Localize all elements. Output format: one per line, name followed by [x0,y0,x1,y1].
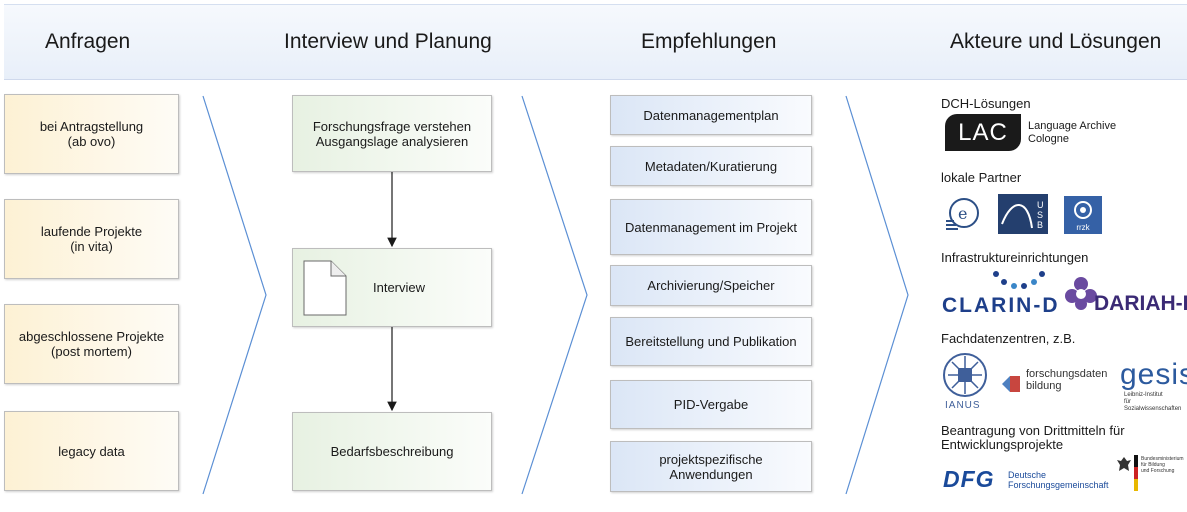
empfehlung-metadaten: Metadaten/Kuratierung [610,146,812,186]
interview-box-forschungsfrage: Forschungsfrage verstehen Ausgangslage a… [292,95,492,172]
label-drittmittel: Beantragung von Drittmitteln für Entwick… [941,423,1125,452]
column-title-empfehlungen: Empfehlungen [641,30,777,53]
empfehlung-projektspezifisch: projektspezifische Anwendungen [610,441,812,492]
empfehlung-datenmanagement-projekt: Datenmanagement im Projekt [610,199,812,255]
anfragen-box-antragstellung: bei Antragstellung (ab ovo) [4,94,179,174]
interview-box-bedarfsbeschreibung: Bedarfsbeschreibung [292,412,492,491]
rrzk-logo: rrzk [1064,196,1102,234]
column-title-anfragen: Anfragen [45,30,131,53]
clarin-logo: CLARIN-D [942,294,1060,317]
bmbf-name: Bundesministerium für Bildung und Forsch… [1141,456,1184,474]
label-lokale-partner: lokale Partner [941,170,1022,185]
dariah-flower-icon [1065,277,1097,310]
empfehlung-archivierung: Archivierung/Speicher [610,265,812,306]
chevron-3 [845,95,909,495]
usb-logo: USB [998,194,1048,234]
label-dch-loesungen: DCH-Lösungen [941,96,1031,111]
empfehlung-bereitstellung: Bereitstellung und Publikation [610,317,812,366]
dariah-logo: DARIAH-DE [1094,292,1187,315]
column-title-interview: Interview und Planung [284,30,492,53]
interview-box-interview: Interview [292,248,492,327]
dfg-name: Deutsche Forschungsgemeinschaft [1008,470,1109,490]
anfragen-box-abgeschlossene-projekte: abgeschlossene Projekte (post mortem) [4,304,179,384]
ianus-logo: IANUS [945,400,981,411]
svg-text:e: e [958,204,967,223]
label-fachdatenzentren: Fachdatenzentren, z.B. [941,331,1076,346]
clarin-dots [993,271,1045,289]
lac-logo: LAC [945,114,1021,151]
dfg-logo: DFG [943,466,995,492]
label-infrastruktureinrichtungen: Infrastruktureinrichtungen [941,250,1089,265]
column-title-akteure: Akteure und Lösungen [950,30,1162,53]
lac-name: Language Archive Cologne [1028,120,1117,145]
bmbf-eagle-icon [1117,457,1131,471]
cceh-logo: e [944,195,980,233]
chevron-1 [202,95,267,495]
header-band [4,4,1187,80]
fdb-icon [1002,376,1020,392]
anfragen-box-legacy-data: legacy data [4,411,179,491]
bmbf-flag-bar [1134,455,1138,491]
empfehlung-pid-vergabe: PID-Vergabe [610,380,812,429]
gesis-logo: gesis [1120,358,1187,391]
gesis-subtitle: Leibniz-Institut für Sozialwissenschafte… [1124,392,1182,412]
anfragen-box-laufende-projekte: laufende Projekte (in vita) [4,199,179,279]
chevron-2 [521,95,588,495]
ianus-emblem-icon [943,353,987,397]
fdb-logo: forschungsdaten bildung [1026,368,1108,392]
document-icon [303,260,347,315]
empfehlung-datenmanagementplan: Datenmanagementplan [610,95,812,135]
